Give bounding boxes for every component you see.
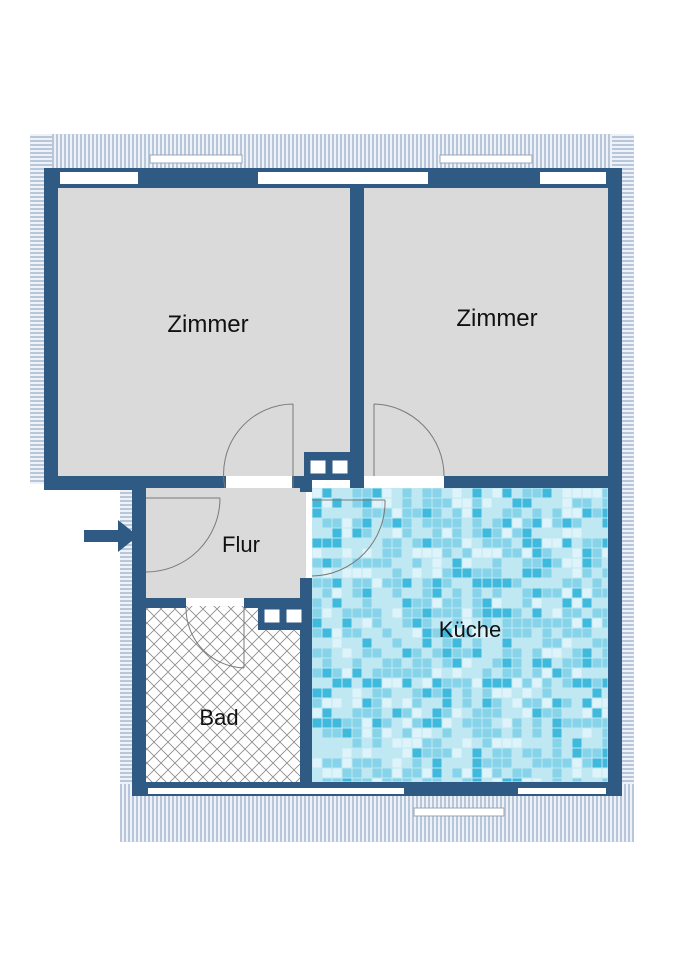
room-zimmer-right-floor — [364, 187, 610, 476]
room-flur-floor — [146, 488, 306, 598]
label-bad: Bad — [199, 705, 238, 730]
label-zimmer-left: Zimmer — [167, 311, 248, 338]
label-zimmer-right: Zimmer — [456, 305, 537, 332]
windows — [60, 154, 606, 817]
room-bad-floor — [146, 606, 306, 782]
label-kueche: Küche — [439, 617, 501, 642]
shaft-icon — [304, 452, 354, 480]
label-flur: Flur — [222, 532, 260, 557]
room-kueche-floor — [312, 488, 608, 782]
shaft-icon — [258, 602, 308, 630]
arrow-right-icon — [84, 520, 138, 552]
door-swings — [145, 403, 445, 669]
room-zimmer-left-floor — [58, 187, 350, 476]
